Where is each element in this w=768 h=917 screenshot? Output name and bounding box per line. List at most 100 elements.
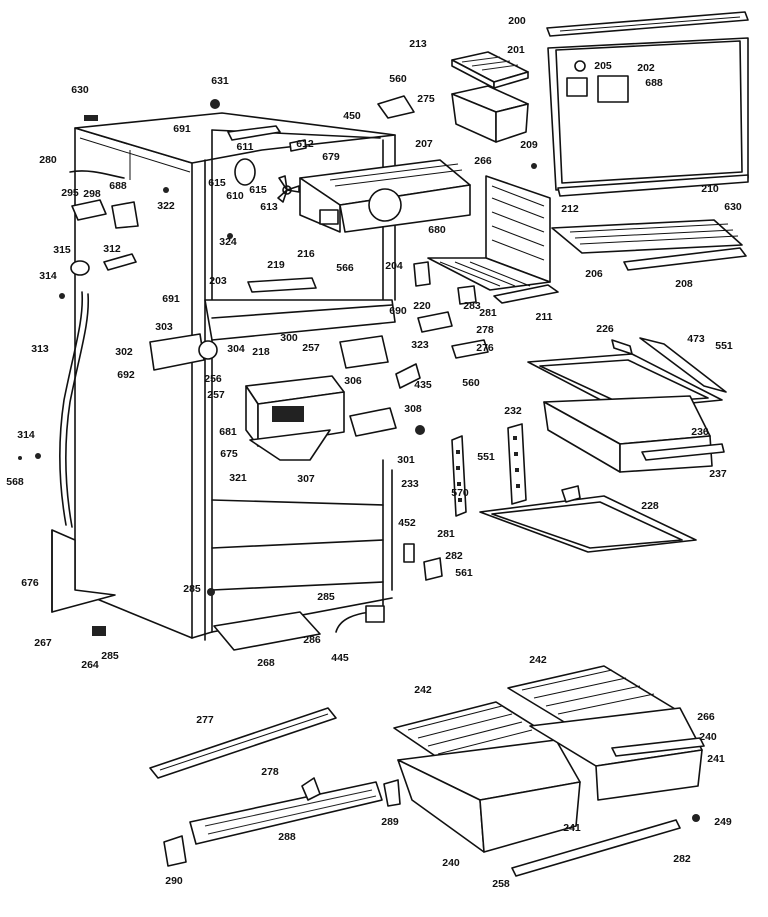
part-label-257: 257 (302, 342, 320, 354)
part-266-bucket (451, 85, 529, 143)
part-label-242: 242 (414, 684, 432, 696)
part-label-566: 566 (336, 262, 354, 274)
part-label-277: 277 (196, 714, 214, 726)
part-label-241: 241 (563, 822, 581, 834)
part-label-278: 278 (476, 324, 494, 336)
part-label-285: 285 (101, 650, 119, 662)
part-label-450: 450 (343, 110, 361, 122)
part-label-314: 314 (39, 270, 57, 282)
part-label-690: 690 (389, 305, 407, 317)
part-label-312: 312 (103, 243, 121, 255)
part-label-202: 202 (637, 62, 655, 74)
part-label-681: 681 (219, 426, 237, 438)
part-label-201: 201 (507, 44, 525, 56)
part-label-551: 551 (715, 340, 733, 352)
part-label-570: 570 (451, 487, 469, 499)
part-313-tube (58, 291, 84, 526)
part-236-drawer (543, 395, 725, 473)
part-473-rail (639, 337, 727, 393)
part-275-bracket (377, 95, 415, 119)
part-label-615: 615 (208, 177, 226, 189)
part-label-435: 435 (414, 379, 432, 391)
part-240-drawer-left (397, 739, 581, 853)
part-label-228: 228 (641, 500, 659, 512)
part-label-315: 315 (53, 244, 71, 256)
part-label-691: 691 (162, 293, 180, 305)
part-302-thermostat (149, 333, 205, 371)
part-label-304: 304 (227, 343, 245, 355)
part-label-232: 232 (504, 405, 522, 417)
part-label-237: 237 (709, 468, 727, 480)
part-label-209: 209 (520, 139, 538, 151)
part-232-mullion (507, 423, 527, 505)
part-label-321: 321 (229, 472, 247, 484)
part-label-258: 258 (492, 878, 510, 890)
part-label-615: 615 (249, 184, 267, 196)
part-label-631: 631 (211, 75, 229, 87)
part-323-damper (339, 335, 389, 369)
part-label-282: 282 (673, 853, 691, 865)
part-label-323: 323 (411, 339, 429, 351)
part-label-266: 266 (697, 711, 715, 723)
part-label-218: 218 (252, 346, 270, 358)
part-label-679: 679 (322, 151, 340, 163)
part-label-322: 322 (157, 200, 175, 212)
part-label-313: 313 (31, 343, 49, 355)
part-label-233: 233 (401, 478, 419, 490)
part-label-611: 611 (237, 141, 254, 153)
part-label-298: 298 (83, 188, 101, 200)
part-label-206: 206 (585, 268, 603, 280)
part-label-205: 205 (594, 60, 612, 72)
part-label-249: 249 (714, 816, 732, 828)
part-label-281: 281 (437, 528, 455, 540)
part-label-289: 289 (381, 816, 399, 828)
part-label-288: 288 (278, 831, 296, 843)
part-label-207: 207 (415, 138, 433, 150)
part-label-302: 302 (115, 346, 133, 358)
part-label-236: 236 (691, 426, 709, 438)
part-label-242: 242 (529, 654, 547, 666)
part-label-220: 220 (413, 300, 431, 312)
part-label-613: 613 (260, 201, 278, 213)
part-label-200: 200 (508, 15, 526, 27)
part-label-210: 210 (701, 183, 719, 195)
part-label-208: 208 (675, 278, 693, 290)
part-label-301: 301 (397, 454, 415, 466)
part-label-303: 303 (155, 321, 173, 333)
part-label-285: 285 (183, 583, 201, 595)
part-label-266: 266 (474, 155, 492, 167)
part-label-275: 275 (417, 93, 435, 105)
part-label-306: 306 (344, 375, 362, 387)
part-label-568: 568 (6, 476, 24, 488)
part-label-267: 267 (34, 637, 52, 649)
part-label-452: 452 (398, 517, 416, 529)
part-233-mullion (451, 435, 467, 517)
part-label-473: 473 (687, 333, 705, 345)
part-label-307: 307 (297, 473, 315, 485)
part-label-688: 688 (109, 180, 127, 192)
part-label-290: 290 (165, 875, 183, 887)
part-label-314: 314 (17, 429, 35, 441)
part-label-276: 276 (476, 342, 494, 354)
part-label-226: 226 (596, 323, 614, 335)
part-label-211: 211 (536, 311, 553, 323)
part-201-freezer-door (547, 37, 749, 191)
part-label-560: 560 (462, 377, 480, 389)
part-212-shelf-frame (427, 175, 551, 291)
part-240-drawer-right (529, 707, 705, 801)
part-207-fan-housing (299, 159, 471, 233)
hardware-fasteners (18, 99, 700, 822)
part-213-tray (451, 51, 529, 89)
part-label-560: 560 (389, 73, 407, 85)
part-label-308: 308 (404, 403, 422, 415)
part-label-295: 295 (61, 187, 79, 199)
part-label-688: 688 (645, 77, 663, 89)
part-label-691: 691 (173, 123, 191, 135)
part-label-281: 281 (479, 307, 497, 319)
part-label-219: 219 (267, 259, 285, 271)
part-label-282: 282 (445, 550, 463, 562)
part-label-680: 680 (428, 224, 446, 236)
